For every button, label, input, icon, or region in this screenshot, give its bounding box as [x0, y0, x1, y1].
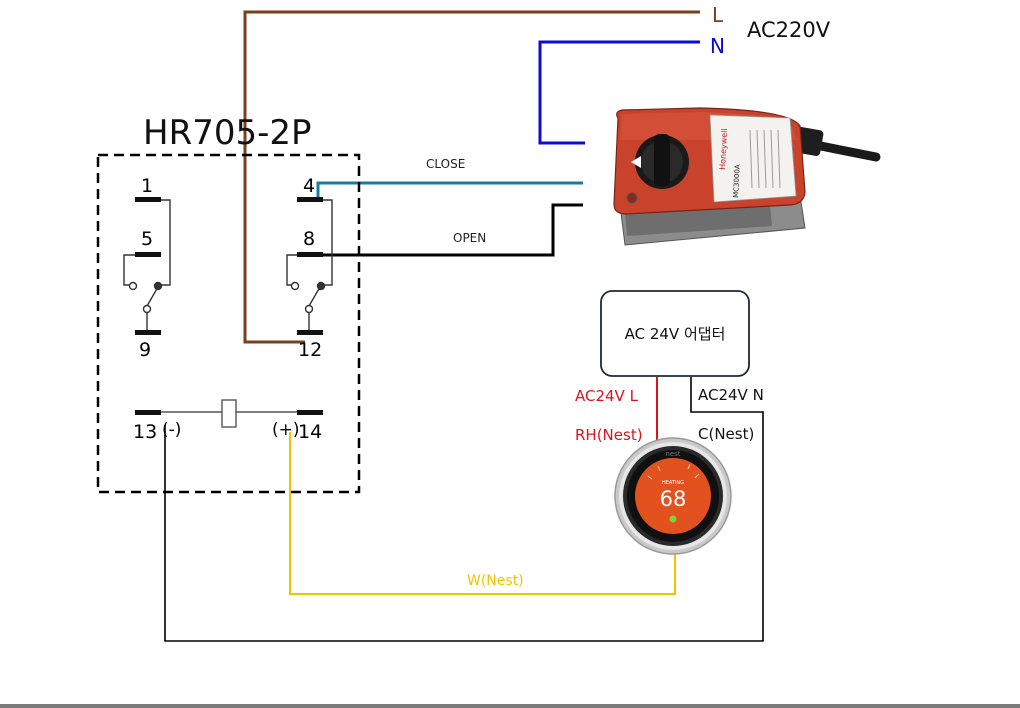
adapter-box	[600, 290, 750, 377]
actuator-model: MC3000A	[732, 164, 742, 198]
nest-temperature: 68	[660, 487, 687, 511]
mains-voltage-label: AC220V	[747, 18, 831, 42]
pin-8	[297, 252, 323, 257]
actuator: Honeywell MC3000A	[613, 107, 881, 246]
mains-n-label: N	[710, 34, 725, 58]
coil-plus-label: (+)	[272, 420, 300, 440]
relay-outline	[96, 153, 361, 494]
adapter-label: AC 24V 어댑터	[625, 325, 726, 343]
adapter-n-label: AC24V N	[698, 386, 764, 404]
w-label: W(Nest)	[467, 573, 524, 589]
close-label: CLOSE	[426, 157, 465, 171]
switch-left	[123, 199, 171, 330]
pin-1	[135, 197, 161, 202]
nest-thermostat: nest HEATING 68	[614, 437, 732, 555]
open-label: OPEN	[453, 231, 486, 245]
wire-close	[316, 181, 583, 198]
actuator-brand: Honeywell	[718, 128, 729, 170]
pin-label-9: 9	[139, 339, 151, 361]
pin-label-13: 13	[133, 421, 157, 443]
wire-w	[289, 432, 676, 595]
nest-mode: HEATING	[662, 480, 684, 486]
wire-neutral-n	[538, 40, 700, 145]
adapter-l-label: AC24V L	[575, 387, 639, 405]
pin-13	[135, 410, 161, 415]
bottom-border	[0, 704, 1020, 708]
rh-label: RH(Nest)	[575, 426, 643, 444]
pin-label-12: 12	[298, 339, 322, 361]
pin-12	[297, 330, 323, 335]
pin-label-5: 5	[141, 228, 153, 250]
c-label: C(Nest)	[698, 425, 754, 443]
pin-label-1: 1	[141, 175, 153, 197]
nest-brand: nest	[665, 450, 680, 458]
wire-c	[164, 377, 764, 642]
pin-label-4: 4	[303, 175, 315, 197]
coil-minus-label: (-)	[162, 420, 181, 440]
wire-open	[318, 203, 583, 257]
leaf-icon	[669, 515, 677, 523]
switch-right	[286, 199, 333, 330]
pin-4	[297, 197, 323, 202]
pin-14	[297, 410, 323, 415]
pin-label-14: 14	[298, 421, 322, 443]
relay-coil	[161, 399, 297, 428]
pin-label-8: 8	[303, 228, 315, 250]
mains-l-label: L	[712, 3, 724, 27]
pin-9	[135, 330, 161, 335]
pin-5	[135, 252, 161, 257]
wire-line-l	[243, 10, 700, 344]
relay-title: HR705-2P	[143, 113, 312, 153]
